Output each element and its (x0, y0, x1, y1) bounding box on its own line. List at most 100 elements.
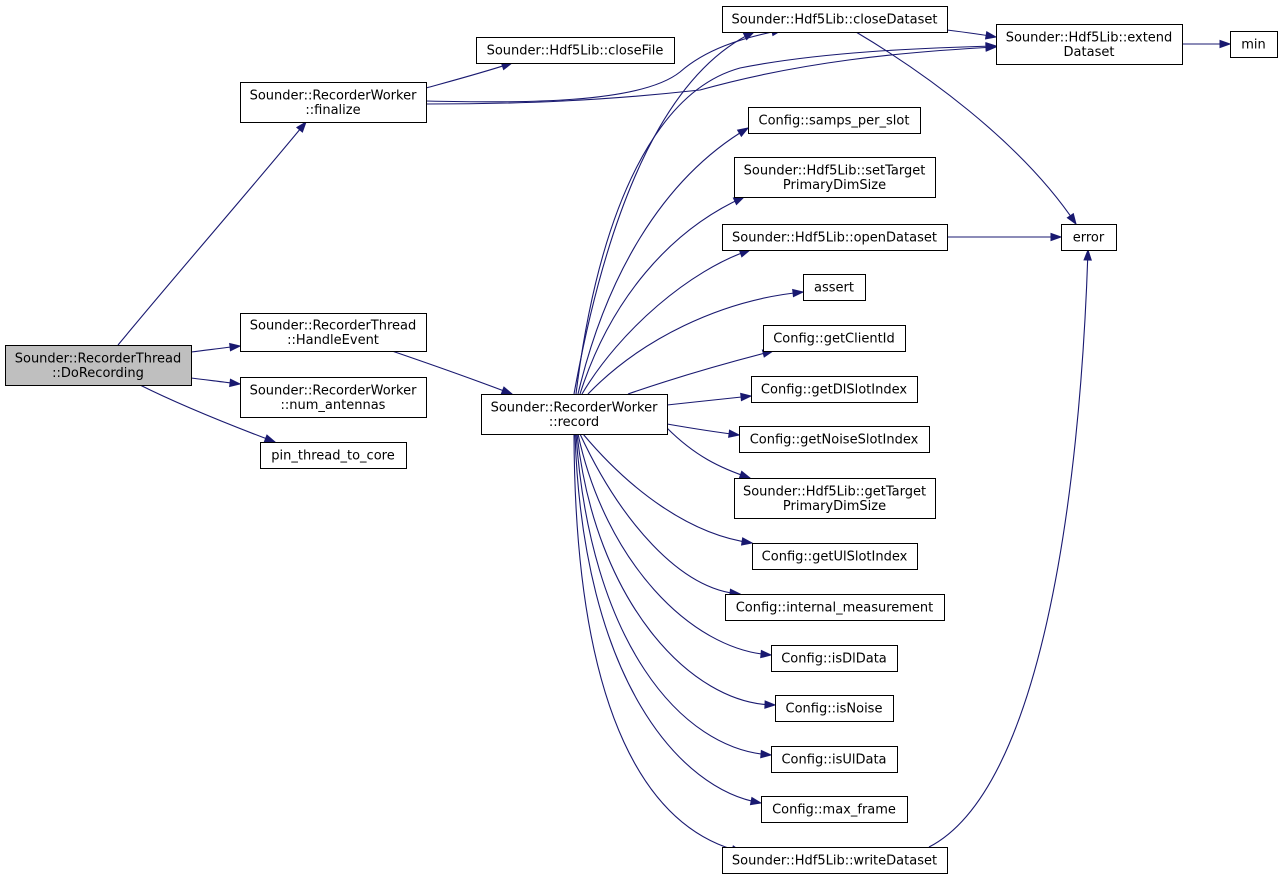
edge-line (575, 433, 772, 756)
node-box (1061, 224, 1117, 251)
node-getTarget[interactable]: Sounder::Hdf5Lib::getTargetPrimaryDimSiz… (734, 478, 936, 519)
edge-arrowhead (749, 796, 763, 806)
edge-doRecording-to-handleEvent (190, 342, 242, 353)
edge-record-to-isDlData (577, 433, 773, 659)
node-label-line: PrimaryDimSize (783, 178, 886, 193)
node-label-line: Sounder::Hdf5Lib::getTarget (743, 484, 926, 499)
edge-handleEvent-to-record (391, 350, 514, 395)
edge-finalize-to-closeFile (425, 62, 514, 89)
node-getUlSlotIndex[interactable]: Config::getUlSlotIndex (752, 543, 918, 570)
node-openDataset[interactable]: Sounder::Hdf5Lib::openDataset (722, 224, 948, 251)
node-box (734, 478, 936, 519)
node-label-line: assert (814, 281, 854, 296)
node-label-line: Config::getUlSlotIndex (762, 550, 908, 565)
node-box (722, 6, 948, 33)
node-handleEvent[interactable]: Sounder::RecorderThread::HandleEvent (240, 313, 427, 352)
node-isUlData[interactable]: Config::isUlData (771, 746, 898, 773)
edge-record-to-getDlSlotIndex (666, 392, 753, 406)
edge-line (627, 350, 774, 395)
node-label-line: Config::samps_per_slot (759, 114, 910, 129)
node-label-line: ::HandleEvent (287, 333, 379, 348)
edge-line (855, 31, 1077, 225)
edge-line (139, 384, 276, 443)
node-getNoiseSlotIndex[interactable]: Config::getNoiseSlotIndex (739, 426, 930, 453)
node-doRecording[interactable]: Sounder::RecorderThread::DoRecording (5, 345, 192, 386)
nodes-layer: Sounder::RecorderThread::DoRecordingSoun… (5, 6, 1278, 874)
edge-line (579, 196, 745, 395)
node-label-line: PrimaryDimSize (783, 499, 886, 514)
node-getClientId[interactable]: Config::getClientId (763, 325, 906, 352)
node-label-line: Config::getDlSlotIndex (761, 383, 907, 398)
node-box (752, 543, 918, 570)
edge-doRecording-to-finalize (117, 120, 307, 346)
edge-line (666, 423, 740, 436)
node-label-line: Sounder::Hdf5Lib::closeDataset (732, 13, 938, 28)
edge-record-to-getNoiseSlotIndex (666, 423, 741, 438)
node-box (996, 24, 1183, 65)
node-box (775, 695, 894, 722)
edge-line (577, 433, 772, 656)
edge-record-to-internalMeasurement (579, 433, 742, 598)
node-label-line: Config::internal_measurement (736, 601, 934, 616)
edge-record-to-writeDataset (573, 433, 744, 854)
edge-line (391, 350, 513, 395)
node-sampsPerSlot[interactable]: Config::samps_per_slot (748, 107, 921, 134)
node-box (240, 313, 427, 352)
node-box (1230, 31, 1278, 58)
edge-record-to-isUlData (575, 433, 773, 759)
edge-extendDataset-to-min (1182, 39, 1232, 49)
node-pinThread[interactable]: pin_thread_to_core (260, 442, 407, 469)
edge-record-to-getUlSlotIndex (582, 433, 754, 546)
node-min[interactable]: min (1230, 31, 1278, 58)
node-label-line: Config::getNoiseSlotIndex (750, 433, 919, 448)
node-isNoise[interactable]: Config::isNoise (775, 695, 894, 722)
edge-arrowhead (1050, 232, 1063, 242)
edge-arrowhead (738, 470, 752, 479)
node-label-line: Sounder::RecorderWorker (250, 88, 418, 103)
node-assert[interactable]: assert (803, 274, 866, 301)
edge-record-to-maxFrame (574, 433, 763, 806)
node-writeDataset[interactable]: Sounder::Hdf5Lib::writeDataset (722, 847, 948, 874)
edge-line (573, 433, 743, 853)
node-record[interactable]: Sounder::RecorderWorker::record (481, 394, 668, 435)
node-setTarget[interactable]: Sounder::Hdf5Lib::setTargetPrimaryDimSiz… (734, 157, 936, 198)
edge-openDataset-to-error (947, 232, 1063, 242)
node-label-line: ::finalize (305, 103, 360, 118)
node-label-line: ::record (549, 415, 599, 430)
node-box (771, 746, 898, 773)
edge-arrowhead (229, 378, 242, 388)
node-isDlData[interactable]: Config::isDlData (771, 645, 898, 672)
node-error[interactable]: error (1061, 224, 1117, 251)
node-box (748, 107, 921, 134)
node-box (240, 377, 427, 418)
edge-record-to-getTarget (666, 427, 752, 479)
edge-record-to-setTarget (579, 196, 746, 395)
node-box (761, 796, 908, 823)
node-label-line: min (1241, 38, 1266, 53)
edge-closeDataset-to-error (855, 31, 1077, 226)
node-internalMeasurement[interactable]: Config::internal_measurement (725, 594, 945, 621)
node-label-line: Sounder::Hdf5Lib::writeDataset (732, 854, 937, 869)
node-getDlSlotIndex[interactable]: Config::getDlSlotIndex (751, 376, 918, 403)
edge-arrowhead (760, 649, 773, 659)
edge-line (928, 249, 1089, 848)
edge-record-to-assert (587, 288, 805, 395)
node-finalize[interactable]: Sounder::RecorderWorker::finalize (240, 82, 427, 123)
node-box (763, 325, 906, 352)
edge-arrowhead (740, 537, 754, 546)
edge-arrowhead (984, 30, 998, 40)
edge-arrowhead (732, 196, 746, 206)
edge-closeDataset-to-extendDataset (946, 29, 998, 40)
node-box (803, 274, 866, 301)
node-numAntennas[interactable]: Sounder::RecorderWorker::num_antennas (240, 377, 427, 418)
node-closeFile[interactable]: Sounder::Hdf5Lib::closeFile (476, 37, 675, 64)
node-box (476, 37, 675, 64)
edge-arrowhead (985, 41, 998, 51)
node-maxFrame[interactable]: Config::max_frame (761, 796, 908, 823)
node-closeDataset[interactable]: Sounder::Hdf5Lib::closeDataset (722, 6, 948, 33)
edge-line (574, 433, 762, 804)
node-label-line: Sounder::RecorderWorker (250, 383, 418, 398)
edge-line (666, 395, 752, 406)
